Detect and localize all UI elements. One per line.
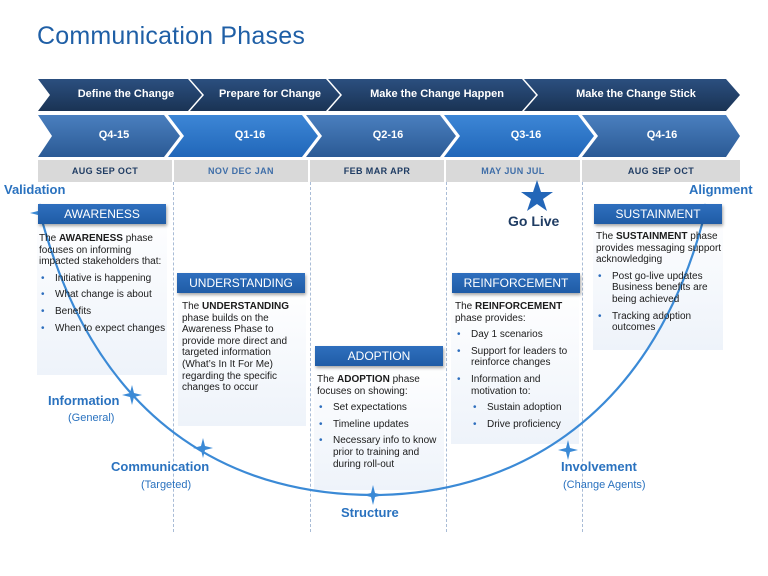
reinforcement-intro: The REINFORCEMENT phase provides: bbox=[455, 301, 563, 324]
quarter-chevron-row: Q4-15 Q1-16 Q2-16 Q3-16 Q4-16 bbox=[38, 112, 740, 160]
quarter-label-q2-16: Q2-16 bbox=[372, 129, 404, 141]
sparkle-icon bbox=[363, 485, 383, 505]
sustainment-bullet: Post go-live updates Business benefits a… bbox=[596, 271, 724, 306]
months-q4-15: AUG SEP OCT bbox=[38, 160, 172, 182]
sparkle-icon bbox=[122, 385, 142, 405]
curve-label-information: Information bbox=[48, 393, 120, 408]
sustainment-intro: The SUSTAINMENT phase provides messaging… bbox=[596, 231, 722, 266]
phase-arrows-graphic bbox=[38, 79, 740, 111]
awareness-bullet: What change is about bbox=[39, 289, 167, 301]
months-q2-16: FEB MAR APR bbox=[310, 160, 444, 182]
adoption-intro: The ADOPTION phase focuses on showing: bbox=[317, 374, 420, 397]
reinforcement-body: The REINFORCEMENT phase provides: Day 1 … bbox=[455, 301, 581, 430]
quarter-chevron-q2-16 bbox=[306, 115, 456, 157]
adoption-heading: ADOPTION bbox=[315, 346, 443, 366]
reinforcement-bullet: Day 1 scenarios bbox=[455, 329, 581, 341]
awareness-panel bbox=[37, 200, 167, 375]
understanding-body: The UNDERSTANDING phase builds on the Aw… bbox=[182, 301, 304, 394]
quarter-chevron-q4-15 bbox=[38, 115, 180, 157]
column-divider bbox=[173, 182, 174, 532]
phase-arrow-define bbox=[38, 79, 202, 111]
curve-sublabel-communication: (Targeted) bbox=[141, 479, 192, 491]
phase-arrow-row: Define the Change Prepare for Change Mak… bbox=[38, 77, 740, 114]
reinforcement-heading: REINFORCEMENT bbox=[452, 273, 580, 293]
awareness-body: The AWARENESS phase focuses on informing… bbox=[39, 233, 167, 334]
phase-label-define: Define the Change bbox=[77, 88, 175, 100]
reinforcement-bullet: Information and motivation to: bbox=[455, 374, 581, 397]
curve-label-structure: Structure bbox=[341, 505, 399, 520]
understanding-intro: The UNDERSTANDING phase builds on the Aw… bbox=[182, 301, 290, 394]
quarter-label-q4-16: Q4-16 bbox=[646, 129, 678, 141]
adoption-bullet: Necessary info to know prior to training… bbox=[317, 435, 445, 470]
sustainment-bullet: Tracking adoption outcomes bbox=[596, 311, 724, 334]
column-divider bbox=[582, 182, 583, 532]
curve-sublabel-information: (General) bbox=[68, 412, 115, 424]
go-live-label: Go Live bbox=[508, 213, 560, 229]
curve-label-alignment: Alignment bbox=[689, 182, 753, 197]
quarter-label-q4-15: Q4-15 bbox=[98, 129, 130, 141]
phase-arrow-stick bbox=[524, 79, 740, 111]
sustainment-heading: SUSTAINMENT bbox=[594, 204, 722, 224]
awareness-intro: The AWARENESS phase focuses on informing… bbox=[39, 233, 162, 268]
adoption-bullet: Timeline updates bbox=[317, 419, 445, 431]
column-divider bbox=[310, 182, 311, 532]
adoption-body: The ADOPTION phase focuses on showing: S… bbox=[317, 374, 445, 470]
adoption-bullet: Set expectations bbox=[317, 402, 445, 414]
awareness-bullet: Initiative is happening bbox=[39, 273, 167, 285]
months-q4-16: AUG SEP OCT bbox=[582, 160, 740, 182]
quarter-chevron-q1-16 bbox=[168, 115, 318, 157]
curve-label-validation: Validation bbox=[4, 182, 66, 197]
understanding-heading: UNDERSTANDING bbox=[177, 273, 305, 293]
reinforcement-sub-bullet: Sustain adoption bbox=[455, 402, 581, 414]
quarter-chevrons-graphic bbox=[38, 115, 740, 157]
months-row: AUG SEP OCT NOV DEC JAN FEB MAR APR MAY … bbox=[38, 160, 740, 182]
awareness-bullet: Benefits bbox=[39, 306, 167, 318]
quarter-chevron-q3-16 bbox=[444, 115, 594, 157]
phase-arrow-prepare bbox=[190, 79, 340, 111]
phase-arrow-happen bbox=[328, 79, 536, 111]
reinforcement-sub-bullet: Drive proficiency bbox=[455, 419, 581, 431]
sustainment-body: The SUSTAINMENT phase provides messaging… bbox=[596, 231, 724, 334]
quarter-label-q1-16: Q1-16 bbox=[234, 129, 266, 141]
sparkle-icon bbox=[193, 438, 213, 458]
quarter-chevron-q4-16 bbox=[582, 115, 740, 157]
curve-label-involvement: Involvement bbox=[561, 459, 637, 474]
page-title: Communication Phases bbox=[37, 22, 306, 50]
understanding-panel bbox=[178, 286, 306, 426]
reinforcement-bullet: Support for leaders to reinforce changes bbox=[455, 346, 581, 369]
curve-sublabel-involvement: (Change Agents) bbox=[563, 479, 646, 491]
quarter-label-q3-16: Q3-16 bbox=[510, 129, 542, 141]
sparkle-icon bbox=[558, 440, 578, 460]
phase-label-stick: Make the Change Stick bbox=[576, 88, 696, 100]
curve-label-communication: Communication bbox=[111, 459, 210, 474]
months-q1-16: NOV DEC JAN bbox=[174, 160, 308, 182]
phase-label-happen: Make the Change Happen bbox=[370, 88, 504, 100]
column-divider bbox=[446, 182, 447, 532]
months-q3-16: MAY JUN JUL bbox=[446, 160, 580, 182]
awareness-heading: AWARENESS bbox=[38, 204, 166, 224]
awareness-bullet: When to expect changes bbox=[39, 323, 167, 335]
go-live-star-icon bbox=[521, 180, 553, 211]
phase-label-prepare: Prepare for Change bbox=[218, 88, 322, 100]
